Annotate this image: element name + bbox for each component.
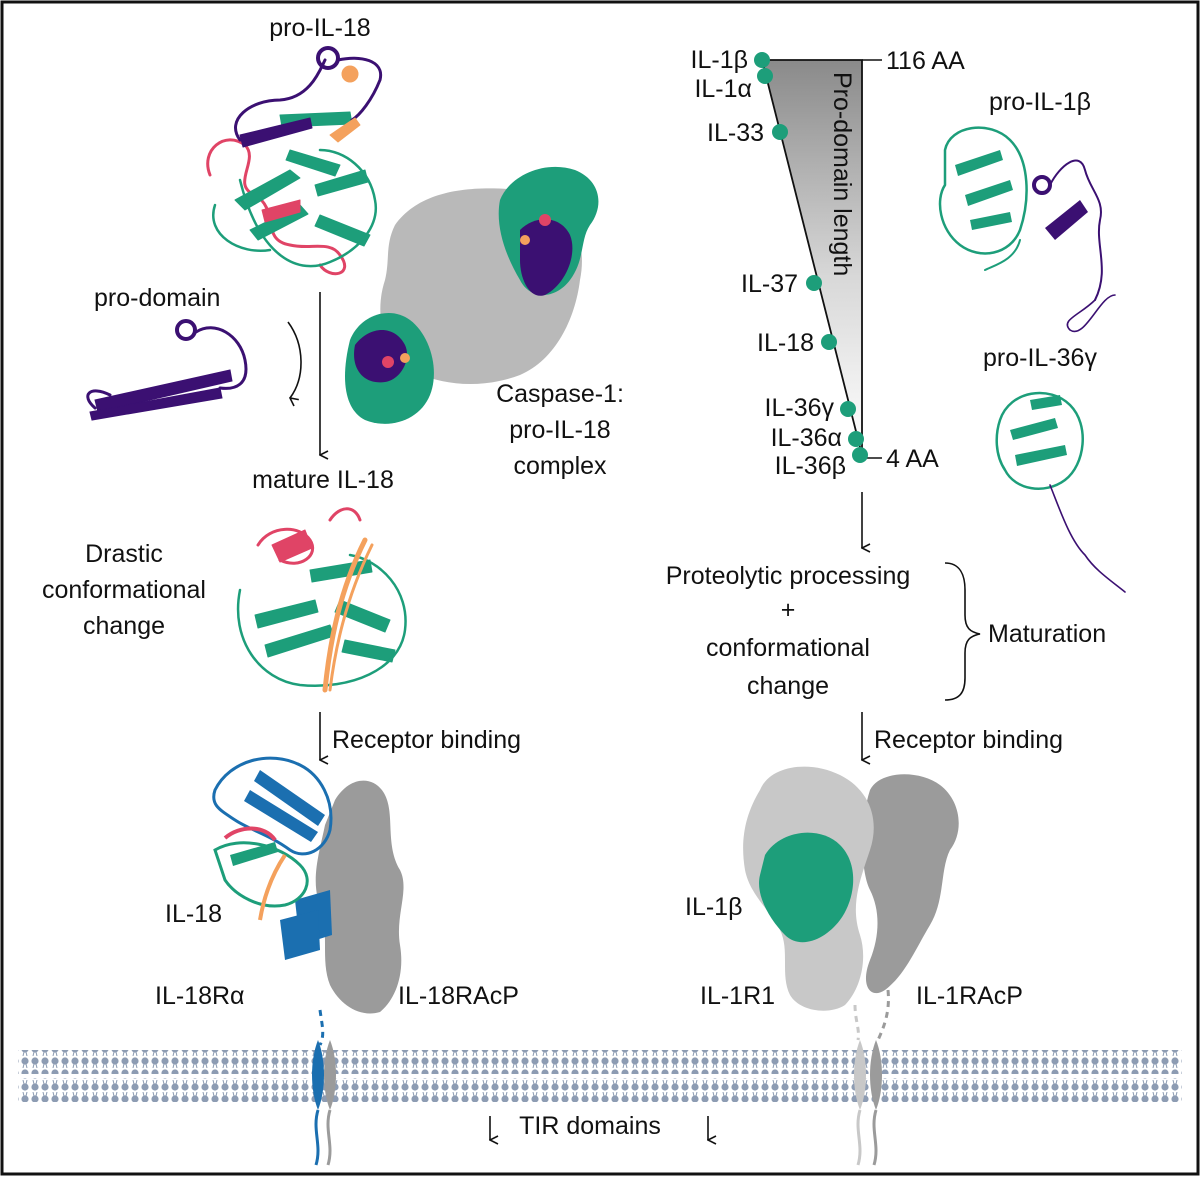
- cytokine-label-3: IL-37: [741, 270, 798, 298]
- receptor-binding-left-label: Receptor binding: [332, 726, 521, 754]
- drastic-line-2: conformational: [42, 576, 206, 604]
- processing-line-1: Proteolytic processing: [666, 562, 911, 590]
- il1b-receptor-complex: [743, 766, 959, 1041]
- dot-il1a: [757, 68, 773, 84]
- prodomain-length-label: Pro-domain length: [828, 72, 856, 276]
- cell-membrane: [18, 1050, 1182, 1102]
- il18ra-label: IL-18Rα: [155, 982, 245, 1010]
- dot-il36a: [848, 431, 864, 447]
- il18-complex-label: IL-18: [165, 900, 222, 928]
- pro-il36g-structure: [995, 391, 1126, 593]
- cytokine-label-2: IL-33: [707, 119, 764, 147]
- cytokine-label-4: IL-18: [757, 329, 814, 357]
- processing-line-2: +: [781, 596, 796, 624]
- drastic-line-1: Drastic: [85, 540, 163, 568]
- mature-il18-structure: [236, 507, 407, 693]
- dot-il37: [806, 275, 822, 291]
- dot-il33: [772, 124, 788, 140]
- il1b-complex-label: IL-1β: [685, 893, 742, 921]
- il1r1-label: IL-1R1: [700, 982, 775, 1010]
- cytokine-label-7: IL-36β: [775, 452, 846, 480]
- pro-il18-label: pro-IL-18: [269, 14, 370, 42]
- release-arrow: [287, 321, 302, 398]
- cytokine-label-5: IL-36γ: [765, 394, 835, 422]
- caspase-line-2: pro-IL-18: [509, 416, 610, 444]
- il18racp-label: IL-18RAcP: [398, 982, 519, 1010]
- cytokine-label-6: IL-36α: [771, 424, 842, 452]
- caspase-line-1: Caspase-1:: [496, 380, 624, 408]
- cytokine-dots: [754, 52, 868, 463]
- mature-il18-label: mature IL-18: [252, 466, 394, 494]
- il18-receptor-complex: [212, 756, 404, 1046]
- receptor-binding-right-label: Receptor binding: [874, 726, 1063, 754]
- tir-domains-label: TIR domains: [519, 1112, 661, 1140]
- pro-domain-label: pro-domain: [94, 284, 220, 312]
- caspase1-complex-surface: [345, 166, 599, 424]
- pro-domain-structure: [86, 319, 248, 421]
- dot-il1b: [754, 52, 770, 68]
- pro-il18-structure: [206, 46, 383, 276]
- processing-line-4: change: [747, 672, 829, 700]
- pro-il36g-label: pro-IL-36γ: [983, 344, 1097, 372]
- maturation-brace: [944, 562, 981, 701]
- dot-il18: [821, 334, 837, 350]
- maturation-label: Maturation: [988, 620, 1106, 648]
- processing-line-3: conformational: [706, 634, 870, 662]
- drastic-line-3: change: [83, 612, 165, 640]
- caspase-line-3: complex: [513, 452, 607, 480]
- prodomain-length-wedge: [760, 59, 863, 456]
- il18-transmembrane: [312, 1040, 336, 1166]
- pro-il1b-structure: [938, 126, 1116, 333]
- cytokine-label-0: IL-1β: [691, 46, 748, 74]
- il1-transmembrane: [854, 1040, 882, 1166]
- dot-il36g: [840, 401, 856, 417]
- pro-il1b-label: pro-IL-1β: [989, 88, 1091, 116]
- cytokine-label-1: IL-1α: [694, 75, 752, 103]
- aa-bottom-label: 4 AA: [886, 445, 939, 473]
- aa-top-label: 116 AA: [886, 47, 965, 75]
- dot-il36b: [852, 447, 868, 463]
- il1racp-label: IL-1RAcP: [916, 982, 1023, 1010]
